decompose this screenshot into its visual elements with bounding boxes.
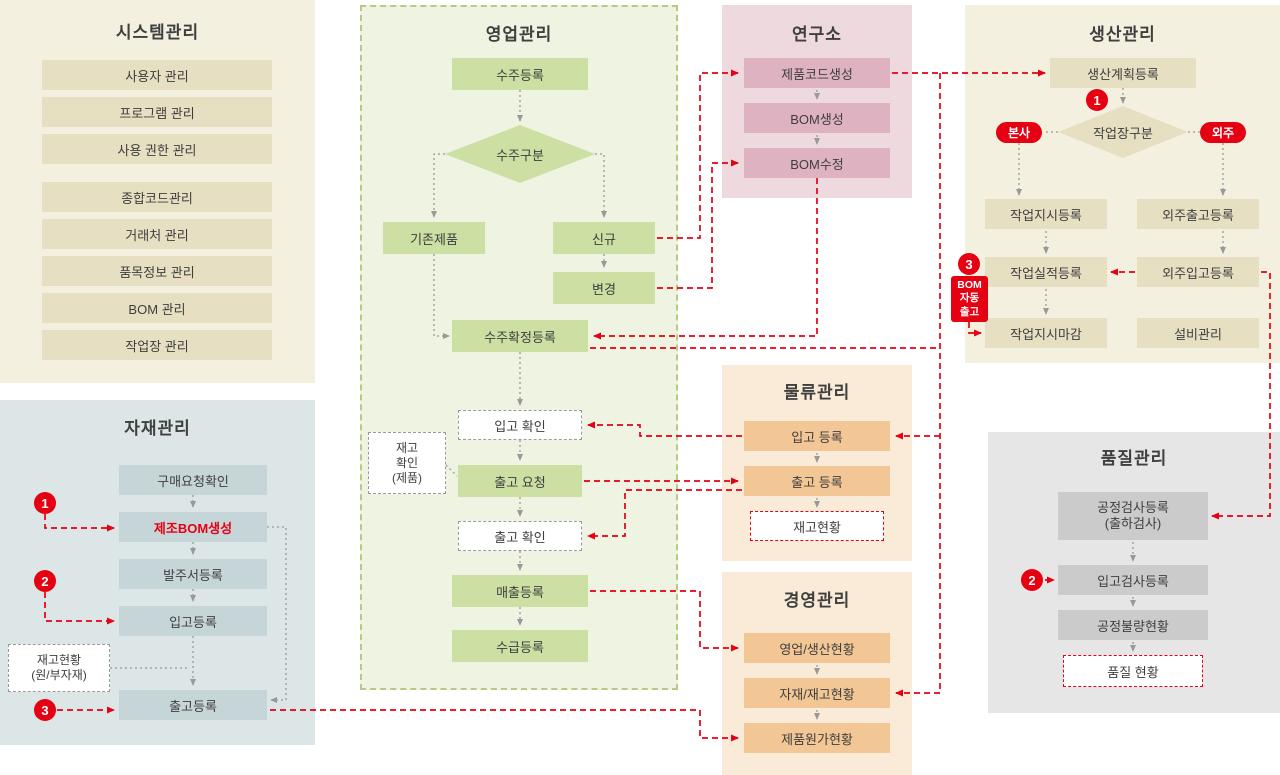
sales-existing: 기존제품 <box>383 222 485 254</box>
sales-stock-check-line1: 재고 <box>395 440 419 455</box>
sales-order-reg: 수주등록 <box>452 58 588 90</box>
material-order-form: 발주서등록 <box>119 559 267 589</box>
quality-process-inspect: 공정검사등록 (출하검사) <box>1058 492 1208 540</box>
system-item-user: 사용자 관리 <box>42 60 272 90</box>
quality-inbound-inspect: 입고검사등록 <box>1058 565 1208 595</box>
lab-product-code: 제품코드생성 <box>744 58 890 88</box>
quality-process-inspect-line1: 공정검사등록 <box>1097 499 1169 515</box>
logistics-inbound: 입고 등록 <box>744 421 890 451</box>
production-work-close: 작업지시마감 <box>985 318 1107 348</box>
logistics-panel-title: 물류관리 <box>783 383 851 402</box>
material-bom-create: 제조BOM생성 <box>119 512 267 542</box>
logistics-stock-status: 재고현황 <box>750 511 884 541</box>
sales-change: 변경 <box>553 272 655 304</box>
production-work-type-label: 작업장구분 <box>1093 125 1153 141</box>
production-plan: 생산계획등록 <box>1050 58 1196 88</box>
system-item-workplace: 작업장 관리 <box>42 330 272 360</box>
system-item-program: 프로그램 관리 <box>42 97 272 127</box>
management-material-stock: 자재/재고현황 <box>744 678 890 708</box>
production-badge-1: 1 <box>1086 89 1108 111</box>
system-item-customer: 거래처 관리 <box>42 219 272 249</box>
sales-supply-reg: 수급등록 <box>452 630 588 662</box>
quality-status: 품질 현황 <box>1063 655 1203 687</box>
quality-process-inspect-line2: (출하검사) <box>1104 516 1162 531</box>
production-bom-auto-label: BOM 자동 출고 <box>951 276 988 322</box>
material-stock-note: 재고현황 (원/부자재) <box>8 644 110 692</box>
production-inhouse-pill: 본사 <box>996 122 1042 143</box>
material-badge-3: 3 <box>34 699 56 721</box>
system-item-iteminfo: 품목정보 관리 <box>42 256 272 286</box>
management-panel-title: 경영관리 <box>783 591 851 610</box>
sales-stock-check-line2: 확인 <box>395 455 419 470</box>
lab-bom-create: BOM생성 <box>744 103 890 133</box>
production-out-ship: 외주출고등록 <box>1137 199 1259 229</box>
bom-auto-line3: 출고 <box>959 305 980 318</box>
material-badge-2: 2 <box>34 570 56 592</box>
material-inbound: 입고등록 <box>119 606 267 636</box>
bom-auto-line2: 자동 <box>959 292 980 305</box>
sales-order-type-label: 수주구분 <box>496 147 544 163</box>
sales-new: 신규 <box>553 222 655 254</box>
production-equipment: 설비관리 <box>1137 318 1259 348</box>
sales-panel-title: 영업관리 <box>485 25 553 44</box>
material-badge-1: 1 <box>34 492 56 514</box>
sales-order-confirm: 수주확정등록 <box>452 320 588 352</box>
flow-line <box>270 709 739 742</box>
sales-stock-check-line3: (제품) <box>391 470 423 485</box>
production-work-result: 작업실적등록 <box>985 257 1107 287</box>
system-item-bom: BOM 관리 <box>42 293 272 323</box>
sales-outbound-request: 출고 요청 <box>458 465 582 497</box>
system-item-code: 종합코드관리 <box>42 182 272 212</box>
quality-badge-2: 2 <box>1021 569 1043 591</box>
sales-inbound-check: 입고 확인 <box>458 410 582 440</box>
material-stock-note-line1: 재고현황 <box>36 653 82 667</box>
sales-sales-reg: 매출등록 <box>452 575 588 607</box>
management-product-cost: 제품원가현황 <box>744 723 890 753</box>
lab-bom-edit: BOM수정 <box>744 148 890 178</box>
system-panel-title: 시스템관리 <box>115 23 200 42</box>
sales-outbound-check: 출고 확인 <box>458 521 582 551</box>
production-work-order: 작업지시등록 <box>985 199 1107 229</box>
logistics-outbound: 출고 등록 <box>744 466 890 496</box>
system-item-permission: 사용 권한 관리 <box>42 134 272 164</box>
management-sales-production: 영업/생산현황 <box>744 633 890 663</box>
production-panel-title: 생산관리 <box>1089 25 1156 44</box>
bom-auto-line1: BOM <box>957 278 982 291</box>
material-panel-title: 자재관리 <box>124 419 191 438</box>
sales-stock-check: 재고 확인 (제품) <box>368 432 446 494</box>
production-badge-3: 3 <box>958 253 980 275</box>
quality-defect-status: 공정불량현황 <box>1058 610 1208 640</box>
material-outbound: 출고등록 <box>119 690 267 720</box>
production-outsource-pill: 외주 <box>1200 122 1246 143</box>
lab-panel-title: 연구소 <box>792 25 842 44</box>
material-stock-note-line2: (원/부자재) <box>31 668 87 682</box>
material-purchase-request: 구매요청확인 <box>119 465 267 495</box>
production-out-receive: 외주입고등록 <box>1137 257 1259 287</box>
quality-panel-title: 품질관리 <box>1100 449 1168 468</box>
